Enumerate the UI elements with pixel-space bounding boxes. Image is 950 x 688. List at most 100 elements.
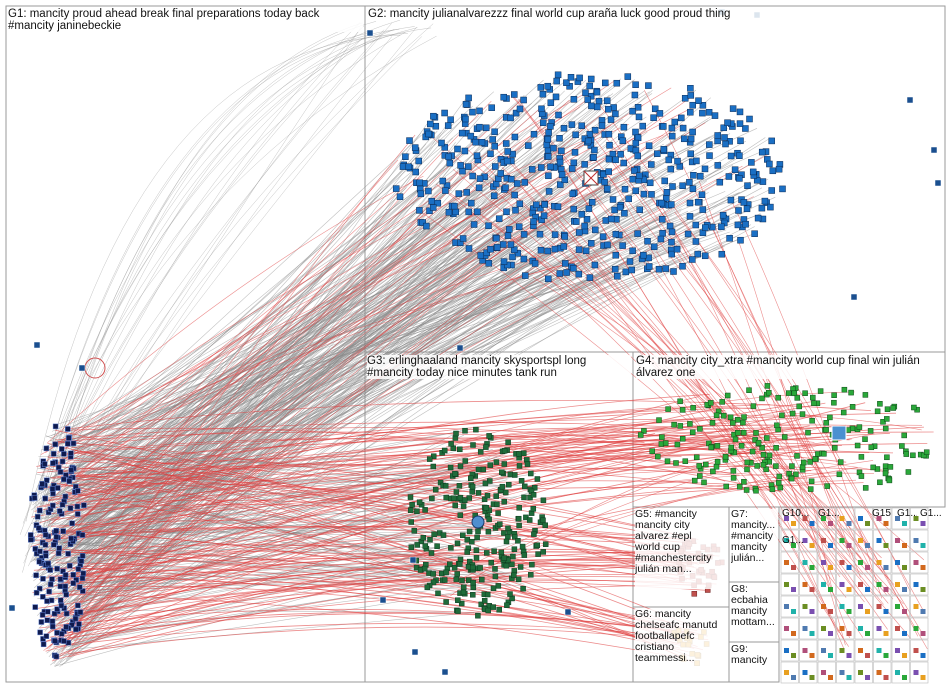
node bbox=[722, 453, 729, 460]
node bbox=[469, 489, 475, 495]
node bbox=[392, 185, 400, 192]
node bbox=[876, 648, 882, 653]
node bbox=[895, 648, 900, 653]
node bbox=[416, 207, 423, 214]
mention-edge bbox=[59, 260, 579, 467]
node bbox=[486, 516, 492, 523]
tie-edge bbox=[45, 215, 700, 628]
node bbox=[590, 153, 597, 161]
node bbox=[865, 675, 870, 680]
tie-edge bbox=[35, 36, 422, 526]
mention-edge bbox=[55, 421, 766, 441]
node bbox=[821, 516, 826, 521]
node bbox=[553, 77, 560, 85]
node bbox=[499, 483, 506, 490]
small-group-box bbox=[910, 551, 929, 574]
node bbox=[417, 190, 425, 198]
node bbox=[76, 584, 83, 590]
mention-edge bbox=[541, 479, 857, 539]
node bbox=[744, 459, 751, 466]
node bbox=[62, 572, 69, 578]
mention-edge bbox=[66, 503, 707, 558]
node bbox=[828, 587, 833, 592]
node bbox=[920, 653, 926, 658]
tie-edge bbox=[78, 218, 650, 487]
mention-edge bbox=[40, 159, 652, 455]
node bbox=[650, 243, 658, 251]
node bbox=[689, 101, 696, 109]
node bbox=[511, 133, 519, 141]
node bbox=[462, 115, 469, 123]
node bbox=[498, 549, 505, 556]
node bbox=[551, 245, 559, 253]
node bbox=[656, 417, 662, 423]
node bbox=[59, 501, 66, 508]
node bbox=[475, 466, 482, 473]
mention-edge bbox=[60, 578, 696, 626]
tie-edge bbox=[48, 196, 455, 650]
small-group-box bbox=[854, 639, 873, 662]
node bbox=[33, 572, 39, 579]
node bbox=[475, 490, 482, 496]
node bbox=[735, 430, 741, 436]
small-group-box bbox=[799, 617, 818, 640]
node bbox=[766, 452, 773, 459]
node bbox=[42, 532, 49, 538]
node bbox=[773, 463, 779, 469]
node bbox=[423, 222, 430, 230]
node bbox=[602, 217, 610, 224]
node bbox=[876, 560, 882, 565]
outlier-node bbox=[456, 344, 464, 352]
node bbox=[445, 209, 453, 216]
node bbox=[632, 139, 640, 147]
outlier-node bbox=[906, 96, 914, 104]
mention-edge bbox=[605, 136, 874, 574]
node bbox=[511, 246, 518, 253]
node bbox=[639, 122, 646, 130]
node bbox=[807, 459, 813, 465]
small-group-box bbox=[780, 529, 799, 552]
node bbox=[848, 389, 854, 396]
node bbox=[587, 75, 595, 83]
node bbox=[868, 444, 875, 451]
node bbox=[759, 178, 767, 185]
node bbox=[79, 553, 86, 559]
node bbox=[537, 84, 545, 91]
node bbox=[858, 560, 863, 565]
node bbox=[412, 168, 419, 176]
node bbox=[515, 223, 523, 230]
node bbox=[718, 223, 725, 231]
node bbox=[435, 590, 441, 597]
node bbox=[43, 445, 50, 452]
node bbox=[475, 184, 483, 192]
node bbox=[692, 221, 700, 229]
node bbox=[609, 196, 617, 203]
node bbox=[673, 245, 681, 253]
node bbox=[434, 543, 440, 549]
small-group-box bbox=[910, 617, 929, 640]
node bbox=[60, 528, 66, 534]
node bbox=[645, 82, 652, 89]
label-small-5: G1... bbox=[920, 509, 942, 519]
node bbox=[621, 210, 628, 217]
node bbox=[464, 549, 470, 555]
node bbox=[69, 520, 75, 527]
node bbox=[534, 542, 540, 549]
node bbox=[55, 485, 61, 491]
node bbox=[809, 543, 815, 548]
node bbox=[490, 192, 498, 200]
mention-edge bbox=[53, 441, 699, 540]
node bbox=[744, 466, 750, 473]
node bbox=[846, 565, 852, 570]
node bbox=[669, 183, 676, 190]
node bbox=[570, 265, 577, 272]
node bbox=[426, 207, 433, 215]
node bbox=[649, 448, 655, 454]
node bbox=[500, 241, 507, 248]
node bbox=[761, 197, 769, 205]
node bbox=[49, 623, 56, 630]
node bbox=[736, 175, 743, 182]
node bbox=[511, 191, 518, 199]
node bbox=[62, 583, 69, 590]
node bbox=[876, 604, 882, 609]
